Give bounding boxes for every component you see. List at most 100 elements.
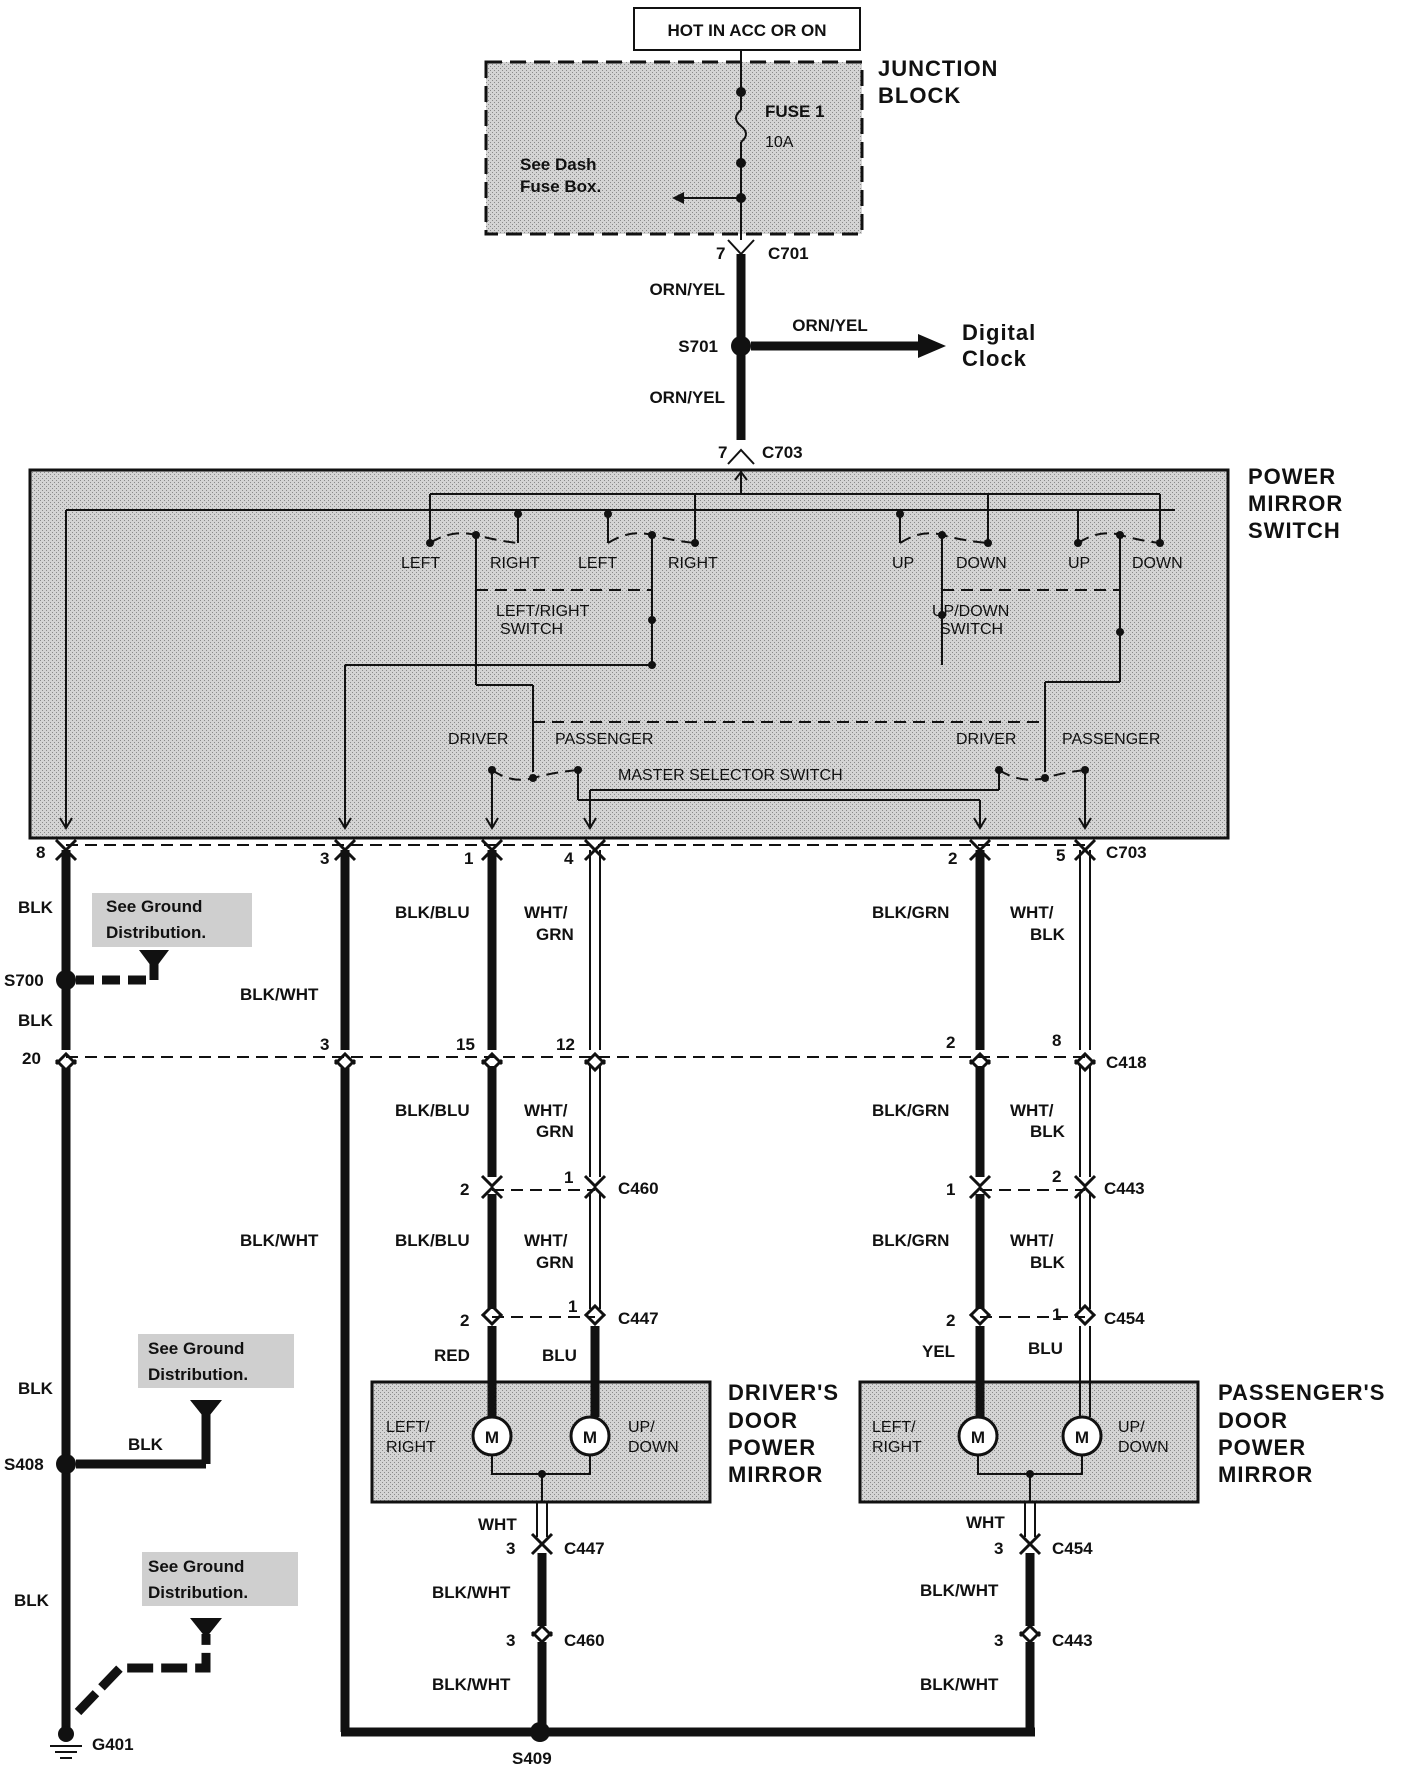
power-source: HOT IN ACC OR ON xyxy=(633,7,861,51)
ground-note2-line2: Distribution. xyxy=(148,1365,248,1384)
wire-blk-blu-label-2: BLK/BLU xyxy=(395,1101,470,1120)
splice-s700-label: S700 xyxy=(4,971,44,990)
c454-pin-1: 1 xyxy=(1052,1305,1061,1324)
junction-title-line1: JUNCTION xyxy=(878,56,998,81)
wire-blk-grn-label-2: BLK/GRN xyxy=(872,1101,949,1120)
wire-wht-blk-label-3a: WHT/ xyxy=(1010,1231,1054,1250)
master-selector-switch: DRIVER PASSENGER DRIVER PASSENGER MASTER… xyxy=(448,721,1160,830)
driver-mirror-title-1: DRIVER'S xyxy=(728,1380,839,1405)
driver-motor-lr-line2: RIGHT xyxy=(386,1439,436,1456)
connector-chevron xyxy=(333,1058,357,1073)
power-mirror-switch: POWER MIRROR SWITCH LEFT RIGHT xyxy=(28,464,1343,840)
branch-dest-line2: Clock xyxy=(962,346,1027,371)
wire-wht-grn-label-1a: WHT/ xyxy=(524,903,568,922)
connector-chevron xyxy=(1073,1051,1097,1066)
fuse-label: FUSE 1 xyxy=(765,102,825,121)
connector-chevron xyxy=(968,1185,992,1200)
c418-pin-2: 2 xyxy=(946,1033,955,1052)
c460-connector: C460 xyxy=(618,1179,659,1198)
c703-connector: C703 xyxy=(1106,843,1147,862)
connector-chevron xyxy=(583,1303,607,1318)
driver-motor-lr-line1: LEFT/ xyxy=(386,1419,430,1436)
connector-chevron xyxy=(1073,1058,1097,1073)
connector-chevron xyxy=(968,1312,992,1327)
connector-marks xyxy=(54,838,1097,1645)
wire-s408-branch: BLK xyxy=(128,1435,164,1454)
ud-label-up2: UP xyxy=(1068,555,1090,572)
switch-title-line2: MIRROR xyxy=(1248,491,1343,516)
splice-s700 xyxy=(56,970,76,990)
c703-pin-2: 2 xyxy=(948,849,957,868)
connector-chevron xyxy=(480,1174,504,1189)
ud-label-down2: DOWN xyxy=(1132,555,1183,572)
wire-wht-blk-label-2a: WHT/ xyxy=(1010,1101,1054,1120)
ud-switch-line1: UP/DOWN xyxy=(932,603,1009,620)
lr-label-left1: LEFT xyxy=(401,555,440,572)
passenger-motor-ud-line1: UP/ xyxy=(1118,1419,1145,1436)
lr-label-right1: RIGHT xyxy=(490,555,540,572)
connector-c703: 8 3 1 4 2 5 C703 xyxy=(36,843,1147,868)
selector-driver2: DRIVER xyxy=(956,731,1016,748)
wire-wht-grn-label-3b: GRN xyxy=(536,1253,574,1272)
ground-g401-label: G401 xyxy=(92,1735,134,1754)
passenger-c443-ground-pin: 3 xyxy=(994,1631,1003,1650)
passenger-ground-leg: WHT 3 C454 BLK/WHT 3 C443 BLK/WHT xyxy=(920,1502,1093,1732)
ground-note3-line2: Distribution. xyxy=(148,1583,248,1602)
connector-chevron xyxy=(530,1630,554,1645)
driver-c447-ground-connector: C447 xyxy=(564,1539,605,1558)
selector-driver1: DRIVER xyxy=(448,731,508,748)
driver-motor-ud-line1: UP/ xyxy=(628,1419,655,1436)
ground-note3-line1: See Ground xyxy=(148,1557,244,1576)
connector-chevron xyxy=(968,1058,992,1073)
connector-chevron xyxy=(480,1312,504,1327)
driver-motor-lr-symbol: M xyxy=(485,1428,499,1447)
power-source-label: HOT IN ACC OR ON xyxy=(668,21,827,40)
c703-top-connector: C703 xyxy=(762,443,803,462)
connector-chevron xyxy=(583,1174,607,1189)
connector-chevron xyxy=(583,1312,607,1327)
c701-connector: C701 xyxy=(768,244,809,263)
c703-pin-4: 4 xyxy=(564,849,574,868)
connector-chevron xyxy=(333,1051,357,1066)
connector-chevron xyxy=(333,847,357,862)
connector-c418: 20 3 15 12 2 8 C418 xyxy=(22,1031,1147,1072)
connector-chevron xyxy=(54,1051,78,1066)
wire-blk-blu-label-3: BLK/BLU xyxy=(395,1231,470,1250)
passenger-mirror-title-2: DOOR xyxy=(1218,1408,1288,1433)
passenger-signal-wires: BLK/GRN WHT/ BLK BLK/GRN WHT/ BLK BLK/GR… xyxy=(872,850,1145,1380)
connector-chevron xyxy=(583,847,607,862)
c703-pin-5: 5 xyxy=(1056,846,1065,865)
splice-s409-label: S409 xyxy=(512,1749,552,1768)
wire-blk-label-2: BLK xyxy=(18,1011,54,1030)
driver-ground-leg: WHT 3 C447 BLK/WHT 3 C460 BLK/WHT xyxy=(432,1502,605,1732)
driver-mirror-title-3: POWER xyxy=(728,1435,816,1460)
driver-wht-label: WHT xyxy=(478,1515,517,1534)
splice-s408-label: S408 xyxy=(4,1455,44,1474)
c443-connector: C443 xyxy=(1104,1179,1145,1198)
wire-blk-blu-label-1: BLK/BLU xyxy=(395,903,470,922)
splice-s701 xyxy=(731,336,751,356)
ground-note2-line1: See Ground xyxy=(148,1339,244,1358)
wire-yel-label: YEL xyxy=(922,1342,955,1361)
passenger-c454-ground-pin: 3 xyxy=(994,1539,1003,1558)
passenger-mirror-title-3: POWER xyxy=(1218,1435,1306,1460)
master-selector-label: MASTER SELECTOR SWITCH xyxy=(618,767,843,784)
junction-note-line1: See Dash xyxy=(520,155,597,174)
driver-c460-ground-connector: C460 xyxy=(564,1631,605,1650)
left-right-switch: LEFT RIGHT LEFT RIGHT LEFT/RIGHT SWITCH xyxy=(401,494,718,685)
driver-blk-wht-label-2: BLK/WHT xyxy=(432,1675,511,1694)
c703-pin-8: 8 xyxy=(36,843,45,862)
passenger-c443-ground-connector: C443 xyxy=(1052,1631,1093,1650)
connector-chevron xyxy=(1073,1174,1097,1189)
wire-blk-wht-label-1: BLK/WHT xyxy=(240,985,319,1004)
splice-s701-label: S701 xyxy=(678,337,718,356)
wire-wht-blk-label-2b: BLK xyxy=(1030,1122,1066,1141)
wire-blk-label-4: BLK xyxy=(14,1591,50,1610)
connector-chevron xyxy=(583,1185,607,1200)
driver-c460-ground-pin: 3 xyxy=(506,1631,515,1650)
passenger-c454-ground-connector: C454 xyxy=(1052,1539,1093,1558)
wire-wht-grn-label-2a: WHT/ xyxy=(524,1101,568,1120)
driver-mirror-title-4: MIRROR xyxy=(728,1462,823,1487)
c418-pin-12: 12 xyxy=(556,1035,575,1054)
lr-switch-line2: SWITCH xyxy=(500,621,563,638)
